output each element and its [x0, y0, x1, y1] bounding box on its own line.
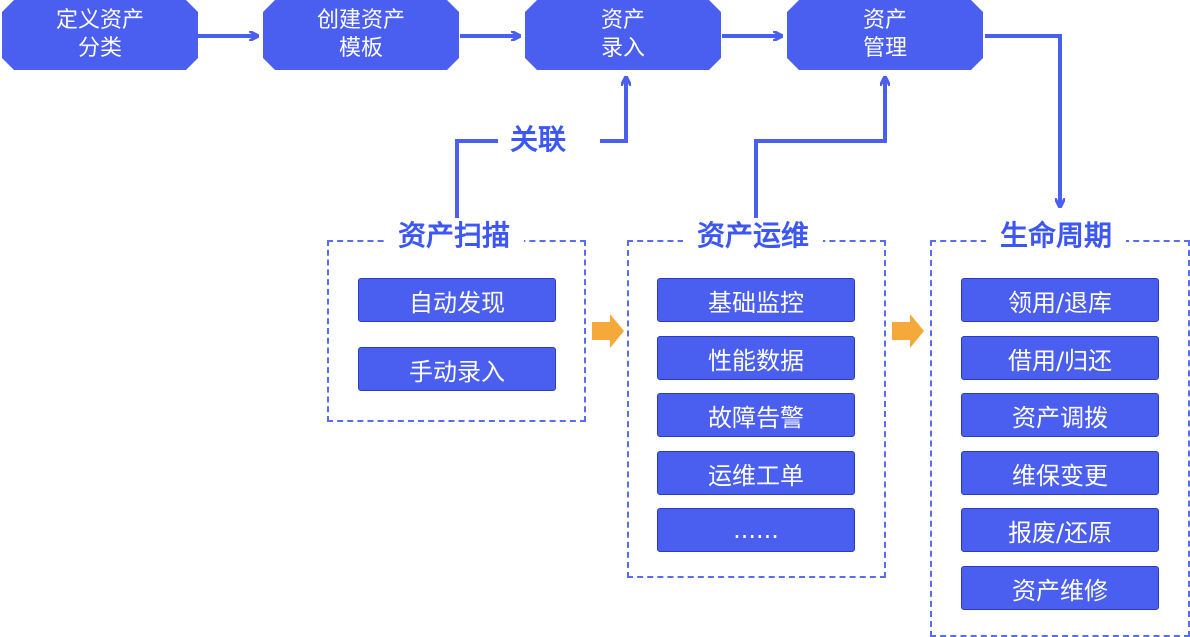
item-asset-repair[interactable]: 资产维修 [961, 566, 1159, 610]
step-label-line2: 模板 [338, 36, 383, 61]
step-label-line1: 定义资产 [55, 8, 144, 33]
item-performance-data[interactable]: 性能数据 [657, 336, 855, 380]
step-label-line1: 资产 [862, 8, 907, 33]
arrow-relation-to-entry [600, 78, 626, 143]
item-basic-monitoring[interactable]: 基础监控 [657, 278, 855, 322]
step-define-asset-category[interactable]: 定义资产 分类 [2, 0, 198, 70]
item-ops-ticket[interactable]: 运维工单 [657, 451, 855, 495]
step-create-asset-template[interactable]: 创建资产 模板 [263, 0, 459, 70]
item-scrap-restore[interactable]: 报废/还原 [961, 508, 1159, 552]
step-label-line1: 资产 [600, 8, 645, 33]
item-manual-entry[interactable]: 手动录入 [358, 347, 556, 391]
group-title-lifecycle: 生命周期 [986, 218, 1127, 254]
arrow-scan-to-entry [455, 139, 498, 218]
step-asset-entry[interactable]: 资产 录入 [525, 0, 721, 70]
item-more[interactable]: ...... [657, 508, 855, 552]
step-label-line2: 管理 [862, 36, 907, 61]
group-asset-scan [327, 240, 586, 422]
step-label-line1: 创建资产 [316, 8, 405, 33]
item-receive-return[interactable]: 领用/退库 [961, 278, 1159, 322]
group-title-asset-ops: 资产运维 [683, 218, 824, 254]
group-title-asset-scan: 资产扫描 [384, 218, 525, 254]
arrow-ops-to-management [754, 78, 885, 218]
orange-arrow-2 [892, 314, 924, 348]
orange-arrow-1 [592, 314, 624, 348]
step-label-line2: 分类 [77, 36, 122, 61]
item-fault-alert[interactable]: 故障告警 [657, 393, 855, 437]
item-borrow-giveback[interactable]: 借用/归还 [961, 336, 1159, 380]
item-auto-discovery[interactable]: 自动发现 [358, 278, 556, 322]
relation-label: 关联 [498, 120, 578, 160]
arrow-step4-to-lifecycle [985, 34, 1060, 206]
item-asset-transfer[interactable]: 资产调拨 [961, 393, 1159, 437]
item-maintenance-change[interactable]: 维保变更 [961, 451, 1159, 495]
step-asset-management[interactable]: 资产 管理 [787, 0, 983, 70]
step-label-line2: 录入 [600, 36, 645, 61]
